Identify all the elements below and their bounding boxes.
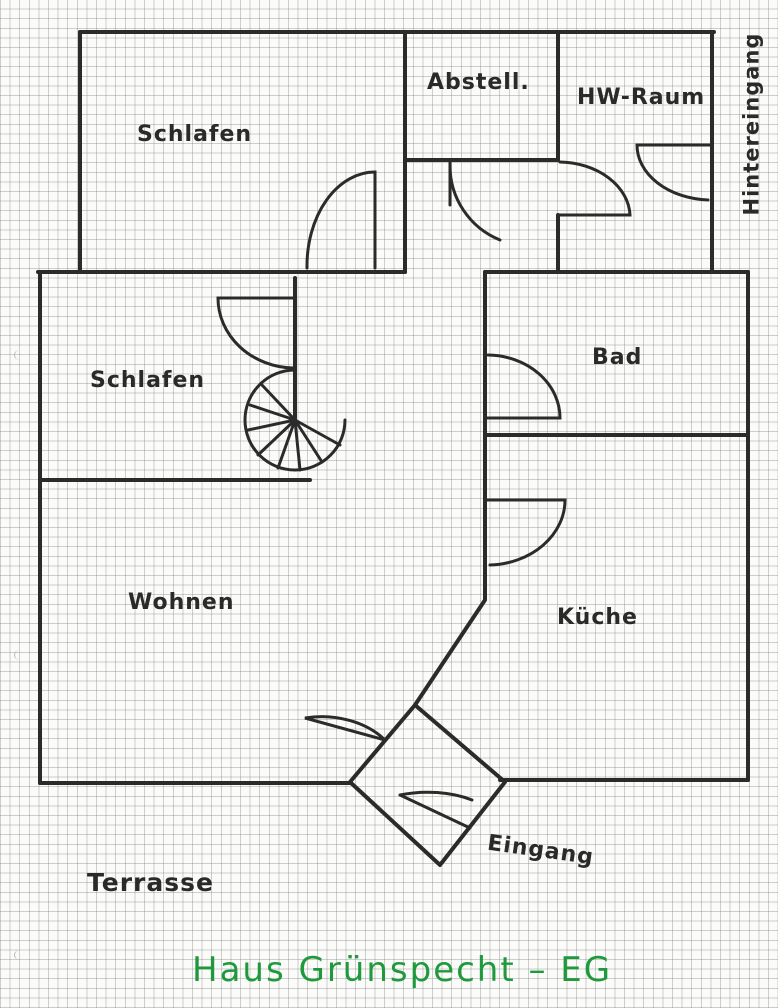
door-abstell: [448, 160, 502, 242]
door-hintereingang: [635, 143, 714, 202]
room-label-wohnen: Wohnen: [128, 590, 235, 615]
door-schlafen-top: [305, 170, 377, 270]
door-hw-raum: [556, 160, 632, 217]
paper-punch-mark: [14, 350, 25, 360]
room-label-bad: Bad: [592, 345, 643, 370]
room-label-kueche: Küche: [557, 605, 638, 630]
paper-punch-mark: [14, 950, 25, 960]
walls: [36, 30, 750, 867]
door-bad: [485, 353, 562, 420]
door-schlafen-mid: [216, 296, 295, 370]
room-label-schlafen-mid: Schlafen: [90, 368, 206, 393]
paper-punch-mark: [14, 650, 25, 660]
plan-title: Haus Grünspecht – EG: [192, 950, 613, 990]
room-label-schlafen-top: Schlafen: [137, 122, 253, 147]
door-kueche: [485, 498, 567, 567]
door-eingang: [398, 790, 474, 830]
spiral-staircase: [243, 368, 347, 472]
room-label-terrasse: Terrasse: [87, 868, 214, 897]
room-label-hw-raum: HW-Raum: [577, 85, 706, 110]
room-label-abstell: Abstell.: [427, 70, 530, 95]
entrance-vestibule: [348, 703, 507, 867]
door-wohnen: [304, 715, 387, 742]
wall-kueche-left: [413, 270, 487, 707]
doors: [216, 143, 714, 830]
room-label-hintereingang: Hintereingang: [739, 32, 764, 216]
